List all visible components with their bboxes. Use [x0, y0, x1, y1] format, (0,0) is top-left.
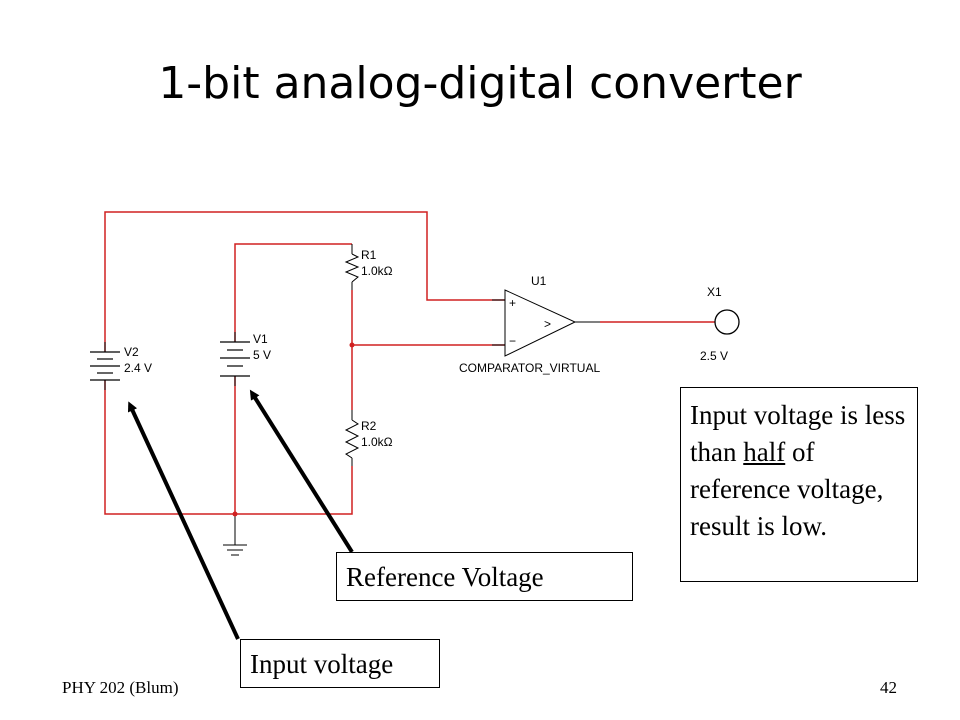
- junction-dot: [232, 511, 238, 517]
- battery-v1-symbol: [220, 341, 250, 377]
- r1-name-label: R1: [361, 248, 377, 262]
- slide-title: 1-bit analog-digital converter: [158, 58, 802, 109]
- wire-ground-loop: [104, 380, 353, 515]
- r2-name-label: R2: [361, 419, 377, 433]
- wire-v1-to-r1: [234, 243, 352, 342]
- r1-value-label: 1.0kΩ: [361, 264, 393, 278]
- probe-x1-symbol: [714, 309, 740, 335]
- note-text-pre: Input voltage is less than: [690, 400, 906, 467]
- v2-value-label: 2.4 V: [124, 361, 152, 375]
- note-text-post: of reference voltage, result is low.: [690, 437, 884, 541]
- ground-symbol: [223, 544, 247, 556]
- component-leads: [104, 244, 600, 545]
- input-voltage-label: Input voltage: [240, 639, 440, 688]
- comparator-symbol-label: >: [544, 317, 551, 331]
- comparator-plus-label: +: [509, 296, 516, 310]
- input-voltage-arrow: [127, 401, 240, 640]
- footer-course: PHY 202 (Blum): [62, 678, 179, 697]
- comparator-minus-label: −: [509, 334, 516, 348]
- v1-name-label: V1: [253, 332, 268, 346]
- explanation-note: Input voltage is less than half of refer…: [680, 387, 918, 582]
- reference-voltage-arrow: [249, 389, 354, 554]
- resistor-r2-symbol: [344, 419, 360, 459]
- v1-value-label: 5 V: [253, 348, 271, 362]
- resistor-r1-symbol: [344, 253, 360, 283]
- x1-name-label: X1: [707, 285, 722, 299]
- wire-v2-to-plus: [104, 211, 505, 352]
- circuit-wires: [104, 211, 715, 515]
- v2-name-label: V2: [124, 345, 139, 359]
- comparator-type-label: COMPARATOR_VIRTUAL: [459, 361, 600, 375]
- slide-number: 42: [880, 678, 897, 697]
- x1-value-label: 2.5 V: [700, 349, 728, 363]
- note-text-underlined: half: [743, 437, 786, 467]
- r2-value-label: 1.0kΩ: [361, 435, 393, 449]
- junction-dot: [349, 342, 355, 348]
- comparator-symbol: [504, 289, 577, 357]
- reference-voltage-label: Reference Voltage: [336, 552, 633, 601]
- battery-v2-symbol: [90, 351, 120, 381]
- u1-name-label: U1: [531, 274, 547, 288]
